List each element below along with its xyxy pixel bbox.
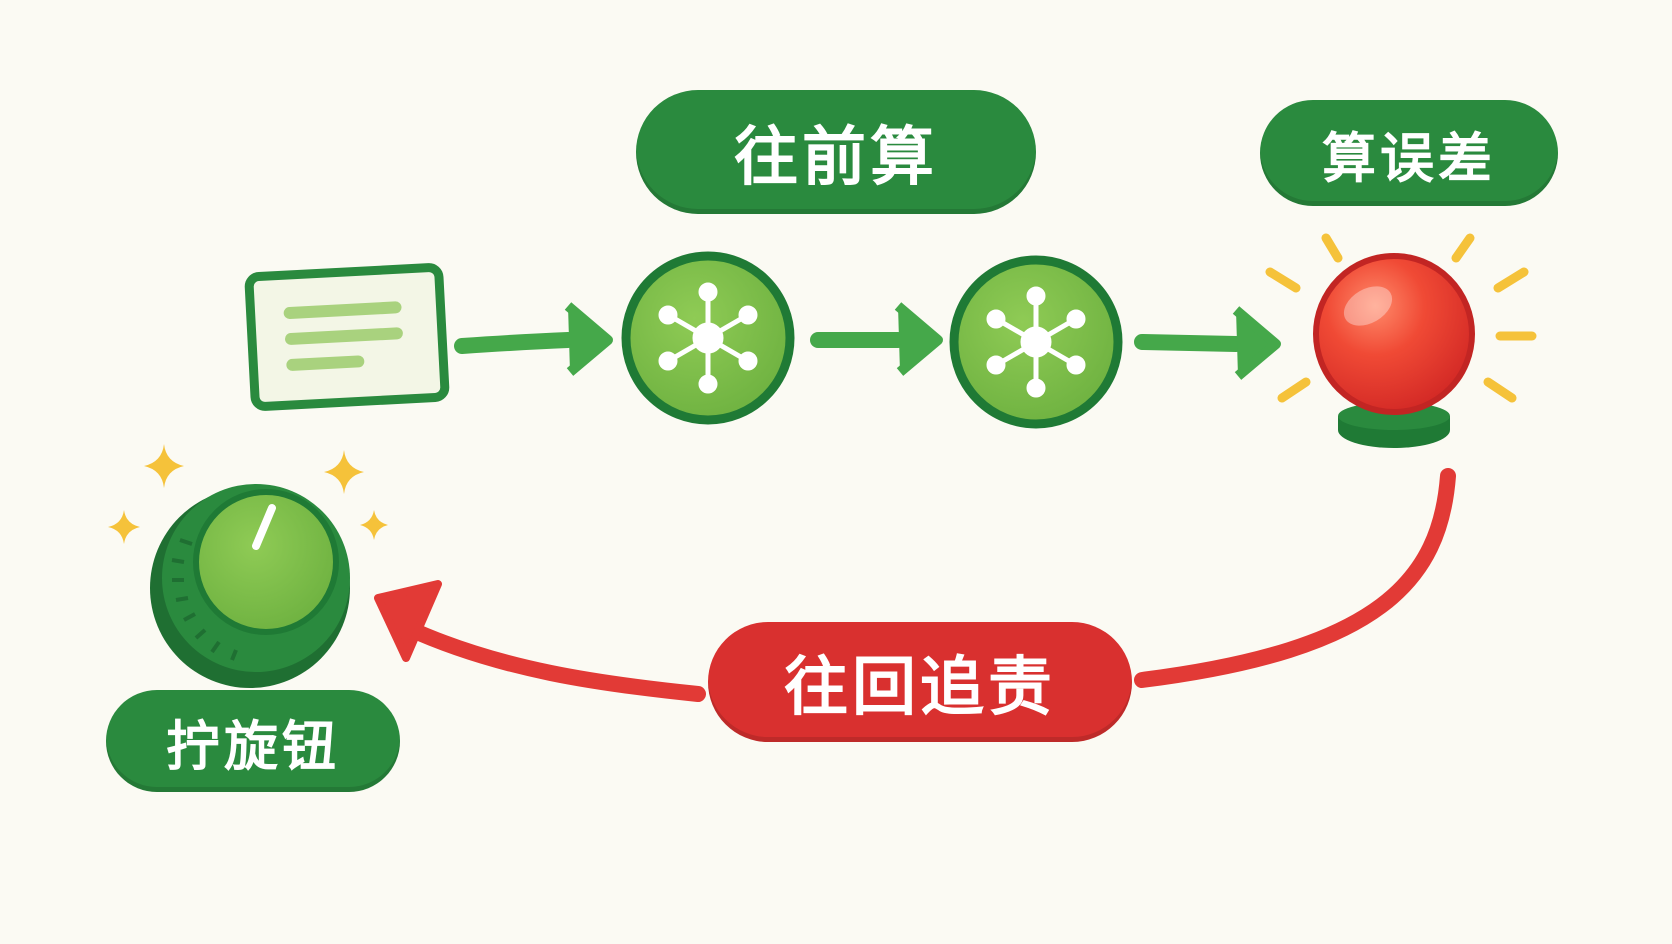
network-node-icon [621, 251, 795, 425]
warning-light-icon [1265, 233, 1537, 448]
forward-arrow-2 [810, 302, 943, 376]
network-node-icon [949, 255, 1123, 429]
forward-arrow-3 [1134, 306, 1281, 380]
adjust-knob-label: 拧旋钮 [106, 690, 400, 792]
forward-arrow-1 [454, 302, 613, 376]
backpropagate-blame-label: 往回追责 [708, 622, 1132, 742]
sparkle-icon [108, 444, 388, 544]
forward-pass-label: 往前算 [636, 90, 1036, 214]
compute-error-label: 算误差 [1260, 100, 1558, 206]
backward-arrow [374, 468, 1456, 702]
text-card-icon [244, 263, 450, 411]
dial-knob-icon [150, 484, 350, 688]
